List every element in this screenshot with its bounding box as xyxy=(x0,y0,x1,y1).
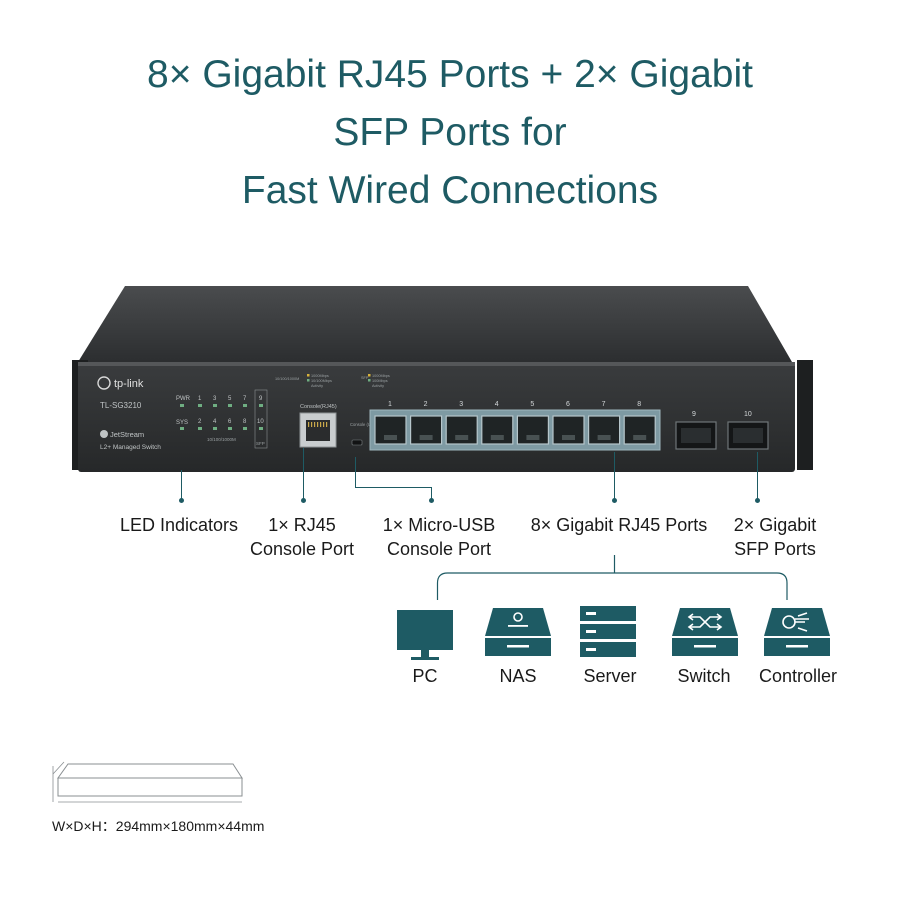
controller-icon xyxy=(764,608,830,656)
sfp-number-label: 9 xyxy=(692,411,696,418)
svg-text:4: 4 xyxy=(213,419,217,425)
led-indicators xyxy=(180,404,263,430)
legend-sfp-1: 1000Mbps xyxy=(372,374,390,378)
port-number-label: 7 xyxy=(602,401,606,408)
device-label-switch: Switch xyxy=(677,666,731,686)
rack-ear-right xyxy=(797,360,813,470)
dimensions-text: W×D×H：294mm×180mm×44mm xyxy=(52,818,265,834)
legend-sfp-2: 100Mbps xyxy=(372,379,388,383)
svg-text:3: 3 xyxy=(213,396,217,402)
led-pwr-label: PWR xyxy=(176,396,191,402)
svg-text:5: 5 xyxy=(228,396,232,402)
callout-line-rj45-console xyxy=(303,448,304,500)
series-text: JetStream xyxy=(110,430,144,439)
nas-icon xyxy=(485,608,551,656)
switch-icon xyxy=(672,608,738,656)
port-number-label: 4 xyxy=(495,401,499,408)
callout-line-usb-v2 xyxy=(431,487,432,500)
jetstream-icon xyxy=(100,430,108,438)
callout-line-usb-v1 xyxy=(355,457,356,487)
port-number-label: 1 xyxy=(388,401,392,408)
device-bracket xyxy=(436,555,788,600)
console-usb-port[interactable] xyxy=(351,439,363,446)
model-text: TL-SG3210 xyxy=(100,401,142,410)
legend-rj45-1: 1000Mbps xyxy=(311,374,329,378)
port-number-label: 2 xyxy=(424,401,428,408)
callout-line-led xyxy=(181,470,182,500)
callout-line-usb-h xyxy=(355,487,432,488)
port-number-label: 6 xyxy=(566,401,570,408)
callout-led: LED Indicators xyxy=(119,515,239,535)
port-number-label: 3 xyxy=(459,401,463,408)
callout-dot-sfp xyxy=(755,498,760,503)
callout-dot-usb xyxy=(429,498,434,503)
callout-line-gigabit xyxy=(614,452,615,500)
headline: 8× Gigabit RJ45 Ports + 2× Gigabit SFP P… xyxy=(0,46,900,220)
port-number-label: 5 xyxy=(530,401,534,408)
sfp-number-label: 10 xyxy=(744,411,752,418)
headline-line-3: Fast Wired Connections xyxy=(241,169,659,212)
legend-sfp-3: Activity xyxy=(372,384,384,388)
rj45-port-6[interactable] xyxy=(552,415,585,445)
brand-text: tp-link xyxy=(114,378,144,390)
svg-text:10/100/1000M: 10/100/1000M xyxy=(275,377,299,381)
switch-illustration: tp-link TL-SG3210 JetStream L2+ Managed … xyxy=(72,286,813,472)
svg-text:8: 8 xyxy=(243,419,247,425)
svg-text:1: 1 xyxy=(198,396,202,402)
dimension-sketch-icon xyxy=(52,761,243,803)
device-label-nas: NAS xyxy=(499,666,537,686)
callout-dot-led xyxy=(179,498,184,503)
svg-text:10: 10 xyxy=(257,419,264,425)
svg-text:9: 9 xyxy=(259,396,263,402)
callout-dot-gigabit xyxy=(612,498,617,503)
callout-usb-console: 1× Micro-USB Console Port xyxy=(382,515,496,559)
svg-text:7: 7 xyxy=(243,396,247,402)
callout-dot-rj45-console xyxy=(301,498,306,503)
callout-gigabit-ports: 8× Gigabit RJ45 Ports xyxy=(530,515,708,535)
svg-text:6: 6 xyxy=(228,419,232,425)
svg-text:2: 2 xyxy=(198,419,202,425)
led-sys-label: SYS xyxy=(176,420,188,426)
device-label-server: Server xyxy=(583,666,637,686)
rj45-ports xyxy=(374,415,656,445)
headline-line-2: SFP Ports for xyxy=(333,111,567,154)
legend-rj45-2: 10/100Mbps xyxy=(311,379,332,383)
rj45-port-5[interactable] xyxy=(516,415,549,445)
subtitle-text: L2+ Managed Switch xyxy=(100,444,161,451)
callout-line-sfp xyxy=(757,452,758,500)
callout-rj45-console: 1× RJ45 Console Port xyxy=(249,515,355,559)
headline-line-1: 8× Gigabit RJ45 Ports + 2× Gigabit xyxy=(147,53,753,96)
switch-top-face xyxy=(78,286,792,362)
led-sfp-label: SFP xyxy=(256,441,265,446)
led-speed-label: 10/100/1000M xyxy=(207,437,236,442)
port-number-label: 8 xyxy=(637,401,641,408)
server-icon xyxy=(580,606,636,657)
callout-sfp-ports: 2× Gigabit SFP Ports xyxy=(733,515,817,559)
legend-rj45-3: Activity xyxy=(311,384,323,388)
device-label-controller: Controller xyxy=(758,666,838,686)
console-usb-label: Console (USB) xyxy=(350,422,379,427)
tplink-logo-icon xyxy=(97,376,111,390)
monitor-icon xyxy=(397,610,453,660)
svg-text:SFP: SFP xyxy=(361,376,369,380)
console-rj45-label: Console(RJ45) xyxy=(300,404,337,410)
device-label-pc: PC xyxy=(412,666,438,686)
